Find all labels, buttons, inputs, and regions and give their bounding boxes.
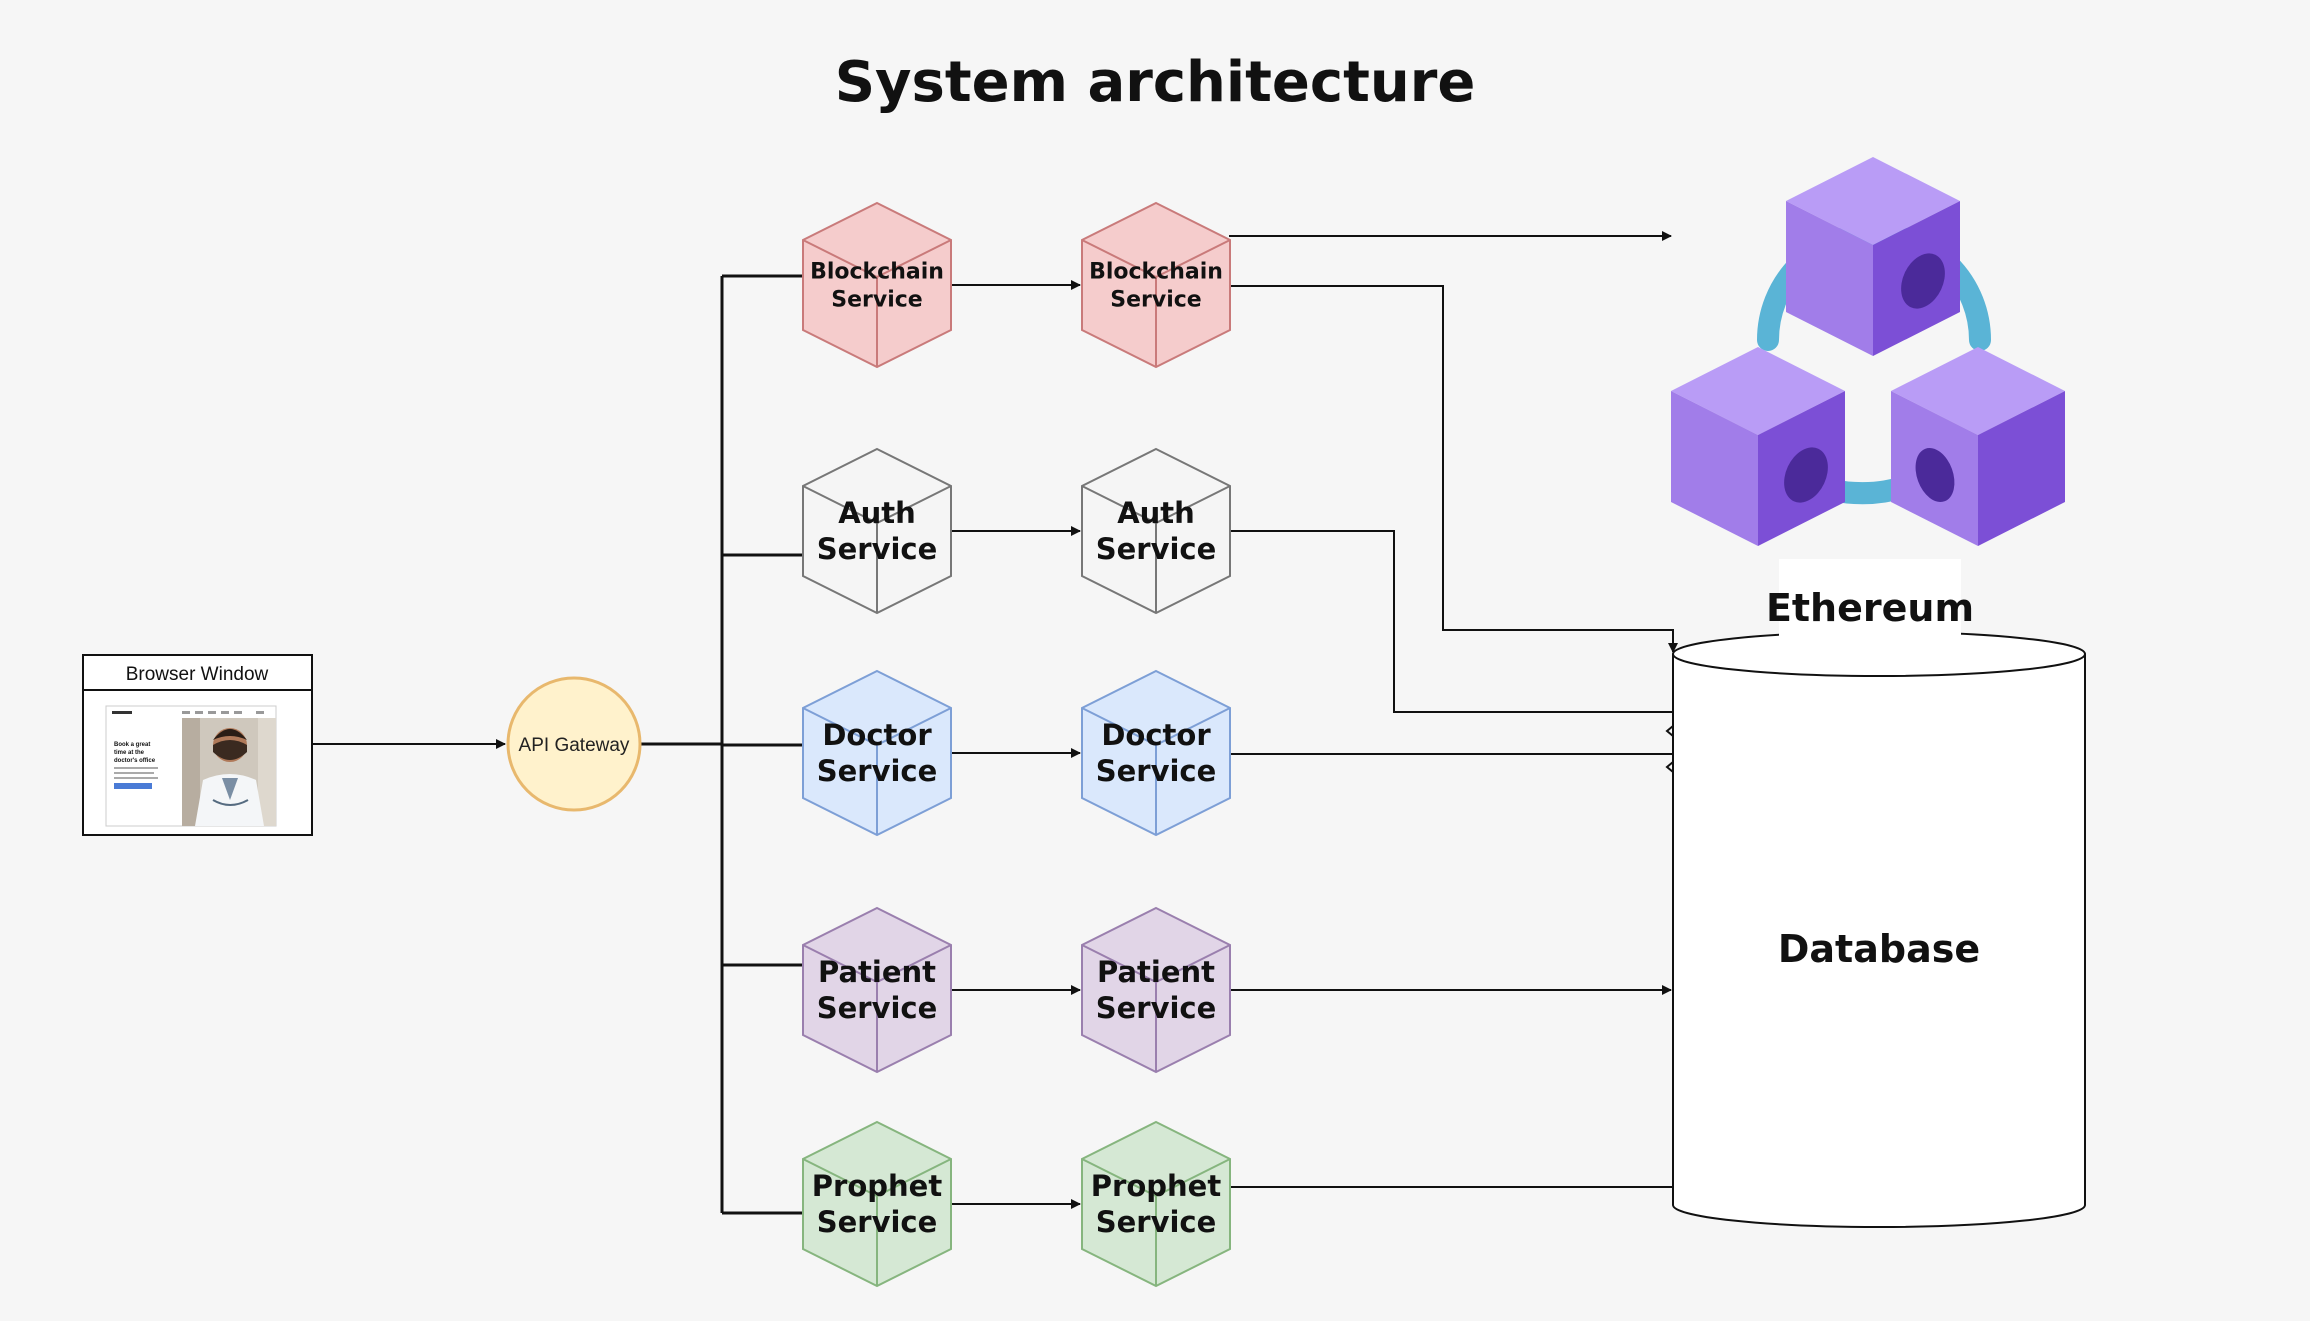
service-cubes: BlockchainServiceBlockchainServiceAuthSe… [802,201,1231,1288]
doctor-service-label-line-1: Doctor [1101,718,1211,752]
doctor-service-label-line-1: Doctor [822,718,932,752]
auth-to-database-line [1229,530,1673,713]
blockchain-service-label-line-1: Blockchain [810,260,944,285]
patient-service-label-line-1: Patient [1097,955,1215,989]
browser-screenshot-thumbnail: Book a great time at the doctor's office [105,705,277,827]
auth-service-label-line-1: Auth [1117,496,1195,530]
auth-arrowhead [1665,725,1674,737]
browser-window: Browser Window Book a great time at the … [82,654,313,836]
api-gateway-label: API Gateway [519,735,630,756]
blockchain-service-label-line-2: Service [1110,288,1201,313]
ethereum-cube-right [1891,347,2065,546]
doctor-service-label-line-2: Service [1096,754,1217,788]
doctor-photo [182,718,276,826]
ethereum-cube-left [1671,347,1845,546]
database-label: Database [1778,927,1980,971]
doctor-service-label-line-2: Service [817,754,938,788]
prophet-service-label-line-1: Prophet [812,1169,943,1203]
blockchain-service-label-line-2: Service [831,288,922,313]
auth-service-label-line-1: Auth [838,496,916,530]
patient-service-label-line-1: Patient [818,955,936,989]
ethereum-label-box: Ethereum [1766,559,1974,637]
mock-headline-line-3: doctor's office [114,758,156,764]
auth-service-label-line-2: Service [817,532,938,566]
ethereum-cube-top [1786,157,1960,356]
browser-window-title: Browser Window [126,664,269,685]
blockchain-to-database-arrow [1229,285,1678,653]
patient-service-label-line-2: Service [1096,991,1217,1025]
api-gateway: API Gateway [506,676,642,812]
doctor-arrowhead [1665,761,1674,773]
prophet-service-label-line-2: Service [817,1205,938,1239]
mock-headline-line-2: time at the [114,750,145,756]
auth-service-label-line-2: Service [1096,532,1217,566]
database-cylinder: Database [1672,631,2086,1228]
patient-service-label-line-2: Service [817,991,938,1025]
page-title: System architecture [834,50,1476,115]
prophet-service-label-line-2: Service [1096,1205,1217,1239]
blockchain-service-label-line-1: Blockchain [1089,260,1223,285]
prophet-service-label-line-1: Prophet [1091,1169,1222,1203]
mock-headline-line-1: Book a great [114,742,150,748]
connector-lines [313,231,1678,1215]
ethereum-label: Ethereum [1766,586,1974,630]
ethereum-logo [1671,157,2065,546]
